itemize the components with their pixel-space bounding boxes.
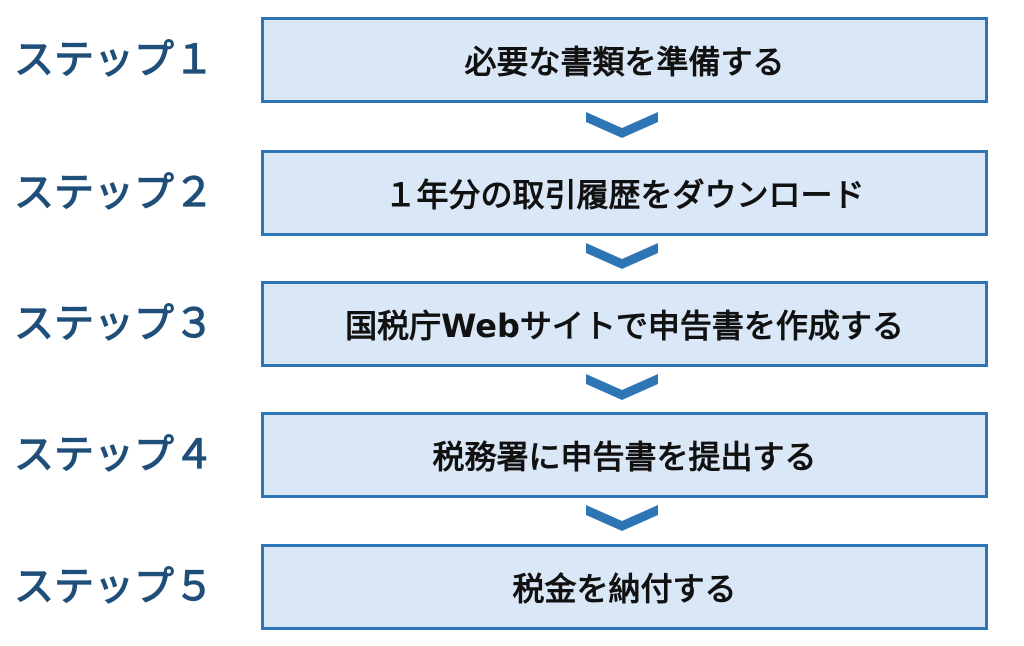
step-row-4: ステップ４ 税務署に申告書を提出する [0,412,1024,498]
step-label: ステップ３ [14,301,214,347]
chevron-down-icon [586,505,658,531]
step-box: 税金を納付する [261,544,988,630]
step-label: ステップ２ [14,170,214,216]
step-box: 税務署に申告書を提出する [261,412,988,498]
step-row-2: ステップ２ １年分の取引履歴をダウンロード [0,150,1024,236]
step-box: 国税庁Webサイトで申告書を作成する [261,281,988,367]
chevron-down-icon [586,243,658,269]
chevron-down-icon [586,112,658,138]
step-label: ステップ４ [14,432,214,478]
step-box: 必要な書類を準備する [261,17,988,103]
chevron-down-icon [586,374,658,400]
step-row-3: ステップ３ 国税庁Webサイトで申告書を作成する [0,281,1024,367]
step-label: ステップ５ [14,564,214,610]
step-box: １年分の取引履歴をダウンロード [261,150,988,236]
step-label: ステップ１ [14,37,214,83]
step-row-5: ステップ５ 税金を納付する [0,544,1024,630]
step-row-1: ステップ１ 必要な書類を準備する [0,17,1024,103]
